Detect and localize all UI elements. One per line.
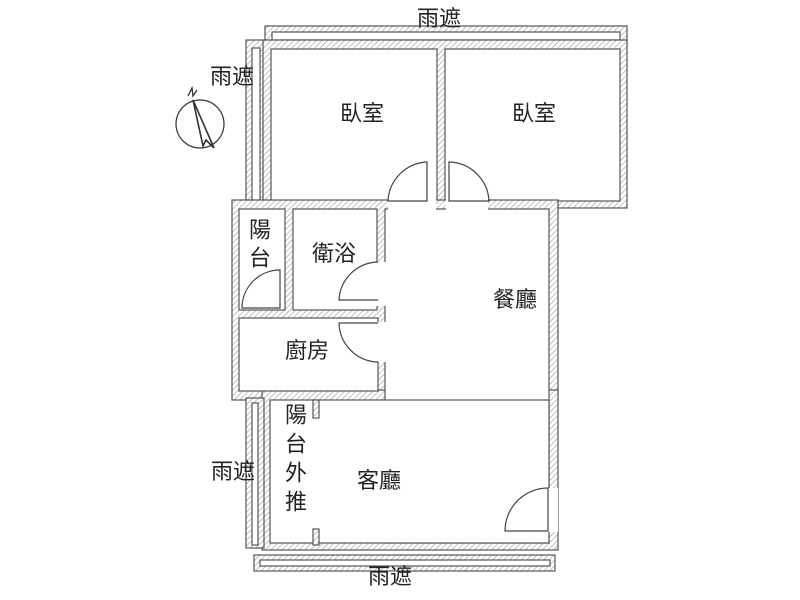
compass-icon	[175, 85, 225, 149]
bathroom-room	[292, 208, 378, 311]
label-balcony-extension: 陽台外推	[281, 403, 306, 519]
wall-stub	[312, 399, 320, 419]
label-bathroom: 衛浴	[311, 242, 357, 267]
label-bedroom-2: 臥室	[511, 102, 557, 127]
label-balcony: 陽台	[245, 218, 270, 274]
bedroom-1	[270, 48, 438, 202]
wall-stub	[312, 528, 320, 546]
label-canopy-left-lower: 雨遮	[210, 460, 256, 485]
label-living: 客廳	[356, 469, 402, 494]
door-kitchen	[338, 322, 379, 363]
door-bathroom	[338, 261, 379, 301]
door-bedroom-1	[387, 161, 428, 202]
label-canopy-left-upper: 雨遮	[209, 65, 255, 90]
label-kitchen: 廚房	[284, 339, 330, 364]
living-room-lower	[269, 399, 550, 544]
door-entrance	[504, 487, 549, 532]
label-canopy-bottom: 雨遮	[367, 565, 413, 590]
label-bedroom-1: 臥室	[339, 102, 385, 127]
label-canopy-top: 雨遮	[416, 7, 462, 32]
door-balcony	[241, 269, 281, 309]
door-bedroom-2	[448, 161, 490, 202]
label-dining: 餐廳	[492, 288, 538, 313]
balcony-room	[238, 208, 286, 311]
bedroom-2	[444, 48, 621, 202]
